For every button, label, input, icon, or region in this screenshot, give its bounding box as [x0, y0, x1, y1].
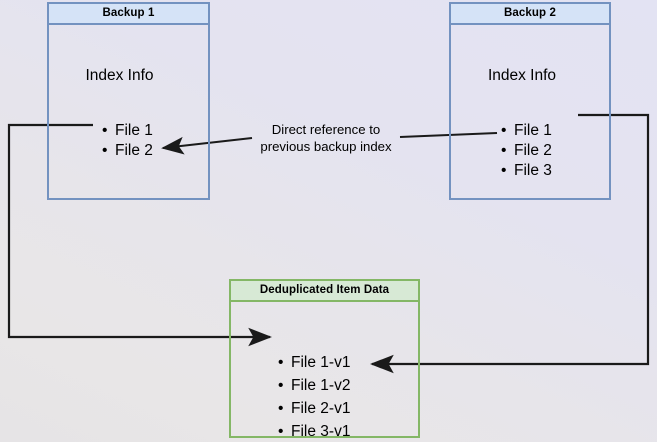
list-item[interactable]: File 2-v1: [278, 397, 350, 420]
deduplicated-item-data-header: Deduplicated Item Data: [231, 281, 418, 302]
backup-2-body: Index Info File 1 File 2 File 3: [451, 25, 609, 198]
deduplicated-item-data-box[interactable]: Deduplicated Item Data File 1-v1 File 1-…: [229, 279, 420, 442]
backup-1-header: Backup 1: [49, 4, 208, 25]
backup-2-header: Backup 2: [451, 4, 609, 25]
backup-2-file-list: File 1 File 2 File 3: [501, 121, 552, 181]
backup-1-body: Index Info File 1 File 2: [49, 25, 208, 198]
backup-1-file-list: File 1 File 2: [102, 121, 153, 161]
list-item[interactable]: File 3: [501, 161, 552, 181]
backup-1-index-info-label: Index Info: [85, 67, 154, 84]
list-item[interactable]: File 3-v1: [278, 420, 350, 442]
deduplicated-file-list: File 1-v1 File 1-v2 File 2-v1 File 3-v1: [278, 351, 350, 442]
deduplicated-item-data-body: File 1-v1 File 1-v2 File 2-v1 File 3-v1: [231, 302, 418, 442]
list-item[interactable]: File 1: [501, 121, 552, 141]
list-item[interactable]: File 1-v2: [278, 374, 350, 397]
backup-2-index-info-label: Index Info: [487, 67, 557, 84]
list-item[interactable]: File 2: [102, 141, 153, 161]
backup-2-box[interactable]: Backup 2 Index Info File 1 File 2 File 3: [449, 2, 611, 200]
direct-reference-caption: Direct reference to previous backup inde…: [240, 121, 412, 155]
backup-1-box[interactable]: Backup 1 Index Info File 1 File 2: [47, 2, 210, 200]
caption-line-1: Direct reference to: [271, 122, 381, 137]
caption-line-2: previous backup index: [260, 139, 392, 154]
list-item[interactable]: File 1-v1: [278, 351, 350, 374]
list-item[interactable]: File 1: [102, 121, 153, 141]
list-item[interactable]: File 2: [501, 141, 552, 161]
